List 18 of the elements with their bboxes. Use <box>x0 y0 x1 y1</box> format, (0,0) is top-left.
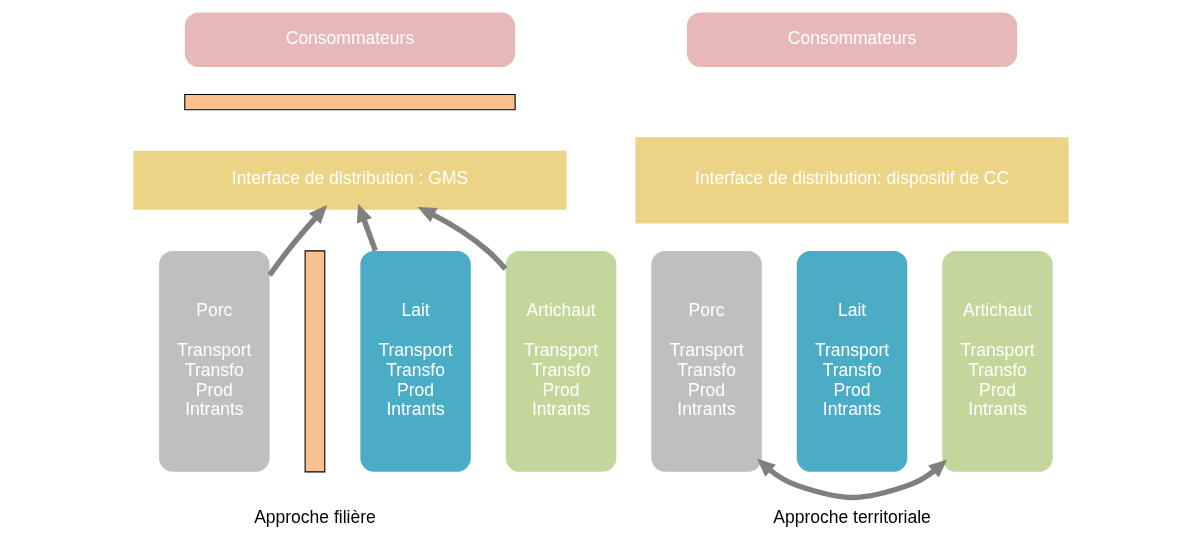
node-box: Consommateurs <box>686 12 1017 68</box>
node-bar <box>304 250 325 473</box>
node-box: Interface de distribution : GMS <box>132 150 567 210</box>
node-box: Lait Transport Transfo Prod Intrants <box>796 250 907 472</box>
node-bar <box>183 93 516 111</box>
node-box: Lait Transport Transfo Prod Intrants <box>359 250 471 472</box>
arrow <box>356 203 378 252</box>
arrow <box>417 206 507 271</box>
node-box: Porc Transport Transfo Prod Intrants <box>650 250 762 472</box>
label: Approche territoriale <box>772 507 931 528</box>
arrow <box>756 458 947 501</box>
node-box: Artichaut Transport Transfo Prod Intrants <box>505 250 616 472</box>
arrow <box>266 205 327 277</box>
node-box: Consommateurs <box>184 12 515 68</box>
node-box: Porc Transport Transfo Prod Intrants <box>158 250 270 472</box>
label: Approche filière <box>253 507 376 528</box>
node-box: Artichaut Transport Transfo Prod Intrants <box>941 250 1053 472</box>
node-box: Interface de distribution: dispositif de CC <box>634 137 1069 224</box>
